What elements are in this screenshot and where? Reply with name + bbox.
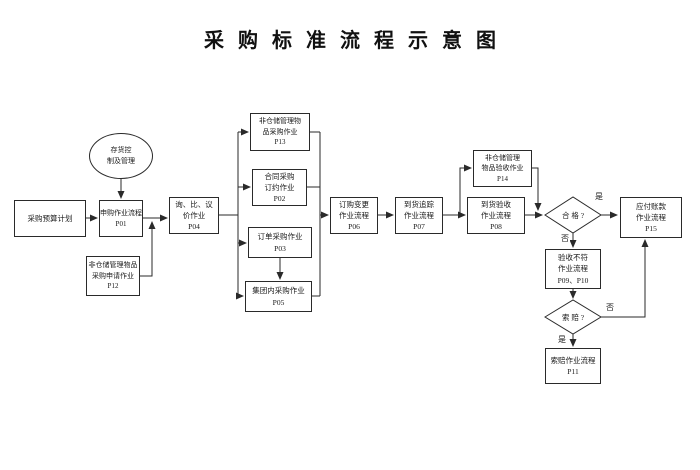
- text-line-2: 制及管理: [107, 157, 135, 165]
- text-line-1: 验收不符: [558, 253, 588, 263]
- decision-claim-label: 索 赔 ?: [547, 302, 599, 332]
- text-line-2: P05: [272, 297, 285, 307]
- text-line-1: 非仓储管理物: [259, 117, 301, 126]
- text-line-1: 询、比、议: [175, 199, 213, 209]
- arrow-claim-no-to-p15: [601, 239, 649, 318]
- text-line-2: 作业流程: [339, 210, 369, 220]
- text-line-2: 品采购作业: [262, 127, 298, 136]
- text-line-2: 作业流程: [404, 210, 434, 220]
- node-p03-order-purchase: 订单采购作业 P03: [248, 227, 312, 258]
- text-line-3: P12: [107, 282, 119, 291]
- text-line-1: 索 赔 ?: [561, 312, 585, 322]
- text-line-1: 索赔作业流程: [550, 355, 596, 365]
- node-p08-goods-inspection: 到货验收 作业流程 P08: [467, 197, 525, 234]
- node-p09-p10-inspection-discrepancy: 验收不符 作业流程 P09、P10: [545, 249, 601, 289]
- node-p13-nonstock-purchase: 非仓储管理物 品采购作业 P13: [250, 113, 310, 151]
- text-line-1: 到货追踪: [404, 199, 434, 209]
- text-line-2: P01: [115, 219, 127, 228]
- text-line-2: 订约作业: [264, 182, 295, 192]
- text-line-1: 集团内采购作业: [252, 286, 305, 296]
- node-p14-nonstock-inspection: 非仓储管理 物品验收作业 P14: [473, 150, 532, 187]
- text-line-1: 合同采购: [264, 171, 295, 181]
- text-line-1: 非仓储管理物品: [88, 261, 138, 270]
- node-p12-nonstock-request: 非仓储管理物品 采购申请作业 P12: [86, 256, 140, 296]
- node-p02-contract-purchase: 合同采购 订约作业 P02: [252, 169, 307, 206]
- text-line-3: P07: [413, 222, 425, 232]
- text-line-2: 采购申请作业: [92, 271, 134, 280]
- node-p05-intragroup-purchase: 集团内采购作业 P05: [245, 281, 312, 312]
- node-budget-plan: 采购预算计划: [14, 200, 86, 237]
- text-line-3: P02: [273, 194, 286, 204]
- node-inventory-control: 存货控 制及管理: [89, 133, 153, 179]
- node-p15-accounts-payable: 应付账款 作业流程 P15: [620, 197, 682, 238]
- page-title: 采购标准流程示意图: [204, 30, 510, 52]
- text-line-2: P11: [567, 367, 579, 376]
- text-line-1: 应付账款: [636, 201, 666, 211]
- text-line-3: P06: [348, 222, 360, 232]
- text-line-3: P08: [490, 222, 502, 232]
- text-line-3: P15: [645, 224, 657, 234]
- text-line-1: 到货验收: [481, 199, 511, 209]
- text-line-3: P09、P10: [557, 275, 589, 285]
- text-line-1: 合 格 ?: [561, 210, 585, 220]
- arrow-p12-merge: [140, 221, 156, 277]
- text-line-1: 订购变更: [339, 199, 369, 209]
- text-line-1: 存货控: [110, 145, 132, 154]
- node-p04-inquiry-compare-negotiate: 询、比、议 价作业 P04: [169, 197, 219, 234]
- decision-claim-shape: [544, 299, 602, 335]
- text-line-3: P14: [497, 174, 508, 183]
- text-line-2: P03: [274, 243, 286, 253]
- node-p07-arrival-tracking: 到货追踪 作业流程 P07: [395, 197, 443, 234]
- text-line-2: 价作业: [182, 210, 206, 220]
- text-line-1: 非仓储管理: [485, 153, 520, 162]
- arrow-p14-merge: [532, 167, 542, 211]
- decision-qualified-shape: [544, 196, 602, 234]
- text-line-1: 订单采购作业: [257, 232, 303, 242]
- node-p01-requisition: 申购作业流程 P01: [99, 200, 143, 237]
- node-p11-claim-process: 索赔作业流程 P11: [545, 348, 601, 384]
- text-line-2: 作业流程: [481, 210, 511, 220]
- text-line-3: P13: [274, 138, 286, 147]
- branch-label-claim-yes: 是: [557, 335, 567, 344]
- text-line-2: 物品验收作业: [481, 164, 524, 173]
- text-line-1: 申购作业流程: [100, 209, 142, 217]
- branch-label-qualified-no: 否: [560, 234, 570, 243]
- text-line-1: 采购预算计划: [27, 213, 73, 223]
- branch-label-claim-no: 否: [605, 303, 615, 312]
- text-line-2: 作业流程: [558, 264, 588, 274]
- node-p06-order-change: 订购变更 作业流程 P06: [330, 197, 378, 234]
- arrow-branch-to-p14: [459, 164, 472, 215]
- decision-qualified-label: 合 格 ?: [547, 199, 599, 231]
- text-line-2: 作业流程: [636, 212, 666, 222]
- branch-label-qualified-yes: 是: [594, 192, 604, 201]
- text-line-3: P04: [188, 222, 200, 232]
